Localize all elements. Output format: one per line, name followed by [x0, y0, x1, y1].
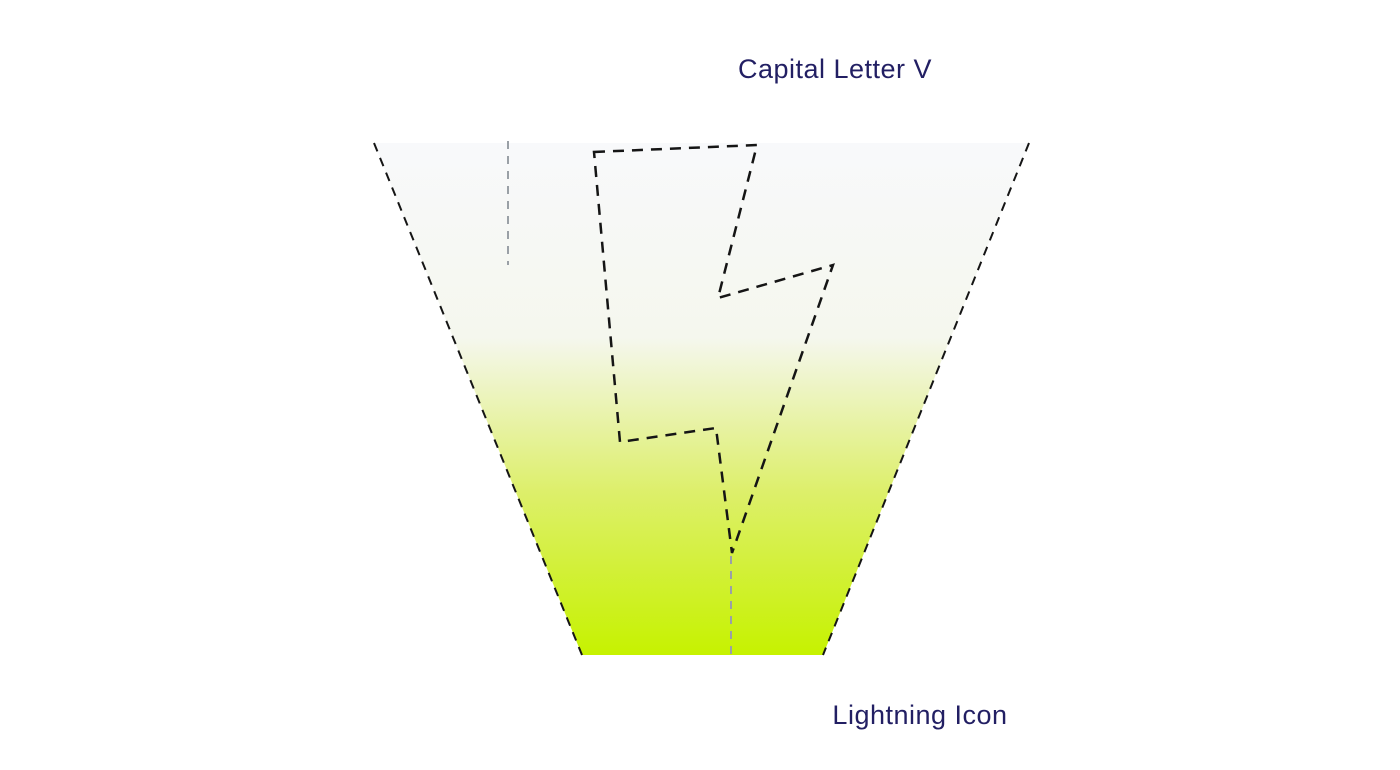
bottom-label-lightning-icon: Lightning Icon: [832, 700, 1008, 730]
letter-v-left-edge-dashed: [373, 142, 583, 656]
letter-v-shape: [374, 143, 1029, 655]
lightning-bolt-icon: [592, 143, 835, 554]
top-label-capital-letter-v: Capital Letter V: [737, 54, 933, 84]
letter-v-right-edge-dashed: [822, 142, 1030, 656]
